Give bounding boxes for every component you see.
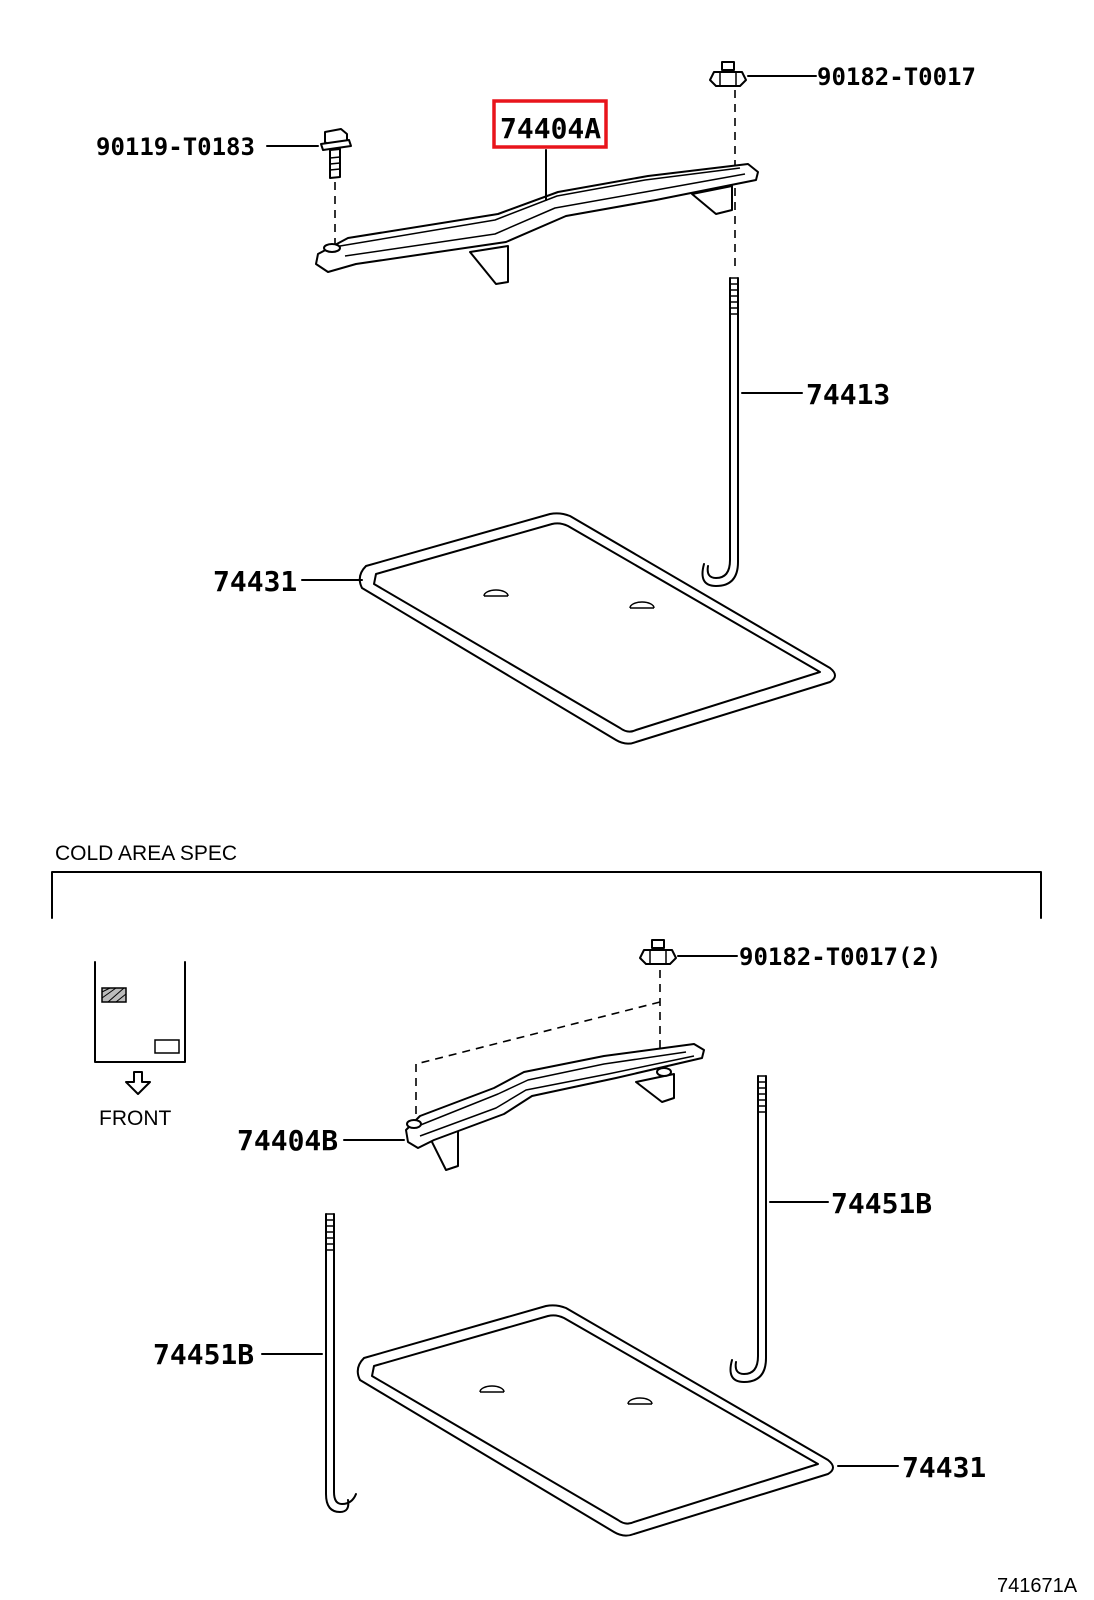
highlight-box (492, 99, 608, 149)
battery-clamp-illustration[interactable] (315, 163, 759, 285)
hook-rod-illustration[interactable] (325, 1213, 357, 1513)
section-bracket (51, 871, 1042, 919)
arrow-down-icon (125, 1071, 151, 1095)
part-number-label[interactable]: 74431 (213, 565, 297, 598)
battery-tray-illustration[interactable] (356, 1304, 834, 1537)
part-number-label[interactable]: 90182-T0017 (817, 63, 976, 91)
illustration-code: 741671A (997, 1575, 1078, 1597)
part-number-label[interactable]: 74431 (902, 1451, 986, 1484)
flange-nut-icon[interactable] (639, 939, 677, 965)
part-number-label[interactable]: 74451B (831, 1187, 932, 1220)
hook-rod-illustration[interactable] (729, 1075, 767, 1383)
section-title: COLD AREA SPEC (55, 842, 237, 865)
part-number-label[interactable]: 74413 (806, 378, 890, 411)
part-number-label[interactable]: 90182-T0017(2) (739, 943, 941, 971)
flange-nut-icon[interactable] (709, 61, 747, 87)
battery-clamp-illustration[interactable] (405, 1043, 705, 1171)
part-number-label[interactable]: 90119-T0183 (96, 133, 255, 161)
vehicle-orientation-icon (94, 961, 186, 1063)
front-label: FRONT (99, 1107, 171, 1130)
part-number-label[interactable]: 74404B (237, 1124, 338, 1157)
bolt-icon[interactable] (320, 128, 352, 179)
part-number-label-highlighted[interactable]: 74404A (500, 112, 601, 145)
part-number-label[interactable]: 74451B (153, 1338, 254, 1371)
hook-rod-illustration[interactable] (701, 277, 739, 587)
battery-tray-illustration[interactable] (358, 512, 836, 745)
